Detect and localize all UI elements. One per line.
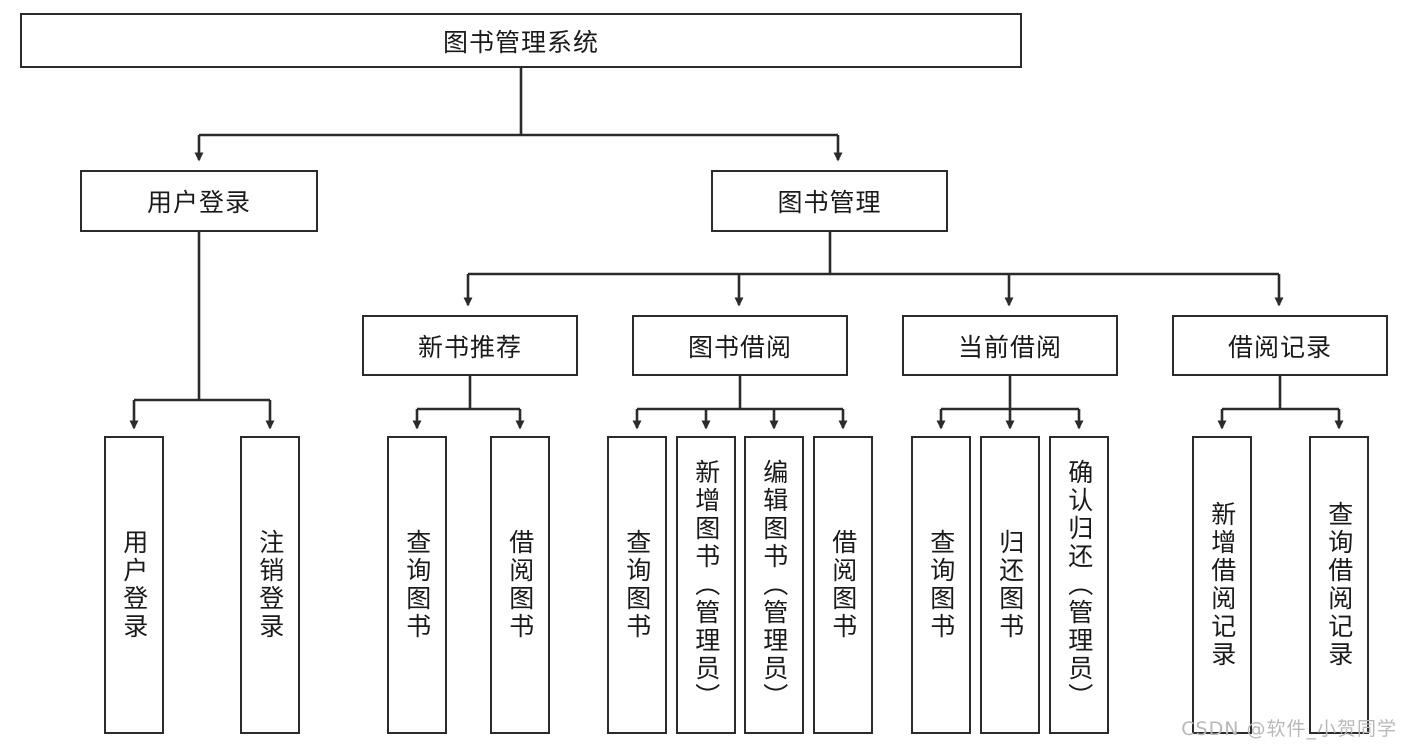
leaf-recommend-query-book[interactable]: 查询图书 (387, 436, 447, 734)
leaf-current-return-book[interactable]: 归还图书 (980, 436, 1040, 734)
leaf-current-confirm-return-admin[interactable]: 确认归还（管理员） (1049, 436, 1109, 734)
node-root-system[interactable]: 图书管理系统 (20, 13, 1022, 68)
leaf-label: 归还图书 (995, 529, 1025, 641)
leaf-label: 借阅图书 (828, 529, 858, 641)
leaf-label: 查询图书 (926, 529, 956, 641)
leaf-user-logout[interactable]: 注销登录 (240, 436, 300, 734)
node-book-management[interactable]: 图书管理 (711, 170, 948, 232)
leaf-recommend-borrow-book[interactable]: 借阅图书 (490, 436, 550, 734)
node-label: 图书管理系统 (442, 27, 599, 57)
leaf-label: 编辑图书（管理员） (759, 459, 789, 711)
node-label: 当前借阅 (957, 332, 1062, 362)
leaf-label: 新增图书（管理员） (691, 459, 721, 711)
leaf-label: 新增借阅记录 (1207, 501, 1237, 669)
node-label: 新书推荐 (417, 332, 522, 362)
leaf-record-add-record[interactable]: 新增借阅记录 (1192, 436, 1252, 734)
leaf-borrow-borrow-book[interactable]: 借阅图书 (813, 436, 873, 734)
leaf-borrow-edit-book-admin[interactable]: 编辑图书（管理员） (744, 436, 804, 734)
leaf-user-login[interactable]: 用户登录 (104, 436, 164, 734)
leaf-label: 查询图书 (622, 529, 652, 641)
leaf-label: 注销登录 (255, 529, 285, 641)
watermark: CSDN @软件_小贺同学 (1181, 718, 1397, 740)
node-user-login[interactable]: 用户登录 (80, 170, 318, 232)
leaf-label: 借阅图书 (505, 529, 535, 641)
leaf-current-query-book[interactable]: 查询图书 (911, 436, 971, 734)
leaf-borrow-add-book-admin[interactable]: 新增图书（管理员） (676, 436, 736, 734)
node-borrow-record[interactable]: 借阅记录 (1172, 315, 1388, 376)
node-label: 借阅记录 (1227, 332, 1332, 362)
node-label: 图书管理 (777, 188, 882, 217)
leaf-label: 查询借阅记录 (1324, 501, 1354, 669)
node-label: 用户登录 (146, 188, 251, 217)
node-label: 图书借阅 (687, 332, 792, 362)
node-new-book-recommend[interactable]: 新书推荐 (362, 315, 578, 376)
leaf-label: 查询图书 (402, 529, 432, 641)
node-book-borrow[interactable]: 图书借阅 (632, 315, 848, 376)
leaf-label: 确认归还（管理员） (1064, 459, 1094, 711)
leaf-borrow-query-book[interactable]: 查询图书 (607, 436, 667, 734)
leaf-label: 用户登录 (119, 529, 149, 641)
node-current-borrow[interactable]: 当前借阅 (902, 315, 1118, 376)
leaf-record-query-record[interactable]: 查询借阅记录 (1309, 436, 1369, 734)
